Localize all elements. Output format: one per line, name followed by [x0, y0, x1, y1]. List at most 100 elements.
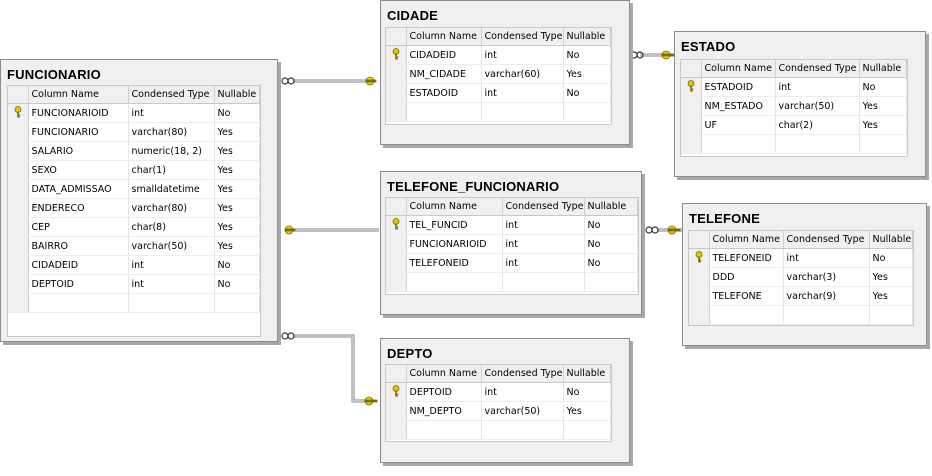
nullable-cell: No: [563, 83, 611, 103]
nullable-cell: Yes: [214, 141, 260, 161]
nullable-cell: No: [214, 255, 260, 275]
empty-cell: [783, 305, 870, 325]
row-selector: [8, 141, 29, 161]
condensed-type-header: Condensed Type: [783, 231, 870, 249]
nullable-header: Nullable: [869, 231, 913, 249]
condensed-type-cell: varchar(60): [481, 64, 564, 84]
empty-cell: [584, 272, 638, 292]
nullable-cell: No: [584, 234, 638, 254]
condensed-type-header: Condensed Type: [481, 365, 564, 383]
primary-key-icon: [14, 105, 22, 121]
nullable-cell: No: [563, 45, 611, 65]
empty-row[interactable]: [386, 420, 611, 440]
row-selector: [689, 267, 710, 287]
column-name-cell: CIDADEID: [28, 255, 129, 275]
infinity-icon: [630, 51, 644, 59]
row-selector: [689, 248, 710, 268]
empty-row[interactable]: [386, 102, 611, 122]
empty-row[interactable]: [689, 305, 913, 325]
nullable-header: Nullable: [584, 198, 638, 216]
row-selector: [681, 96, 702, 116]
row-selector: [8, 274, 29, 294]
empty-cell: [406, 272, 503, 292]
row-selector: [689, 286, 710, 306]
column-name-cell: ESTADOID: [701, 77, 776, 97]
column-name-cell: BAIRRO: [28, 236, 129, 256]
condensed-type-cell: varchar(50): [775, 96, 860, 116]
nullable-cell: Yes: [869, 286, 913, 306]
empty-cell: [709, 305, 784, 325]
row-selector: [8, 236, 29, 256]
table-title: ESTADO: [681, 39, 736, 54]
condensed-type-cell: varchar(9): [783, 286, 870, 306]
nullable-header: Nullable: [214, 86, 260, 104]
row-selector: [386, 215, 407, 235]
empty-cell: [563, 102, 611, 122]
empty-cell: [481, 102, 564, 122]
condensed-type-cell: char(8): [128, 217, 215, 237]
row-selector: [386, 83, 407, 103]
empty-cell: [563, 420, 611, 440]
empty-cell: [406, 420, 482, 440]
nullable-cell: No: [214, 274, 260, 294]
row-selector: [681, 77, 702, 97]
row-selector: [8, 160, 29, 180]
condensed-type-header: Condensed Type: [128, 86, 215, 104]
empty-row[interactable]: [386, 272, 638, 292]
row-selector: [8, 122, 29, 142]
empty-row[interactable]: [681, 134, 907, 154]
empty-cell: [8, 293, 29, 313]
table-title: CIDADE: [387, 8, 439, 23]
empty-cell: [775, 134, 860, 154]
nullable-cell: Yes: [563, 64, 611, 84]
table-title: FUNCIONARIO: [7, 67, 101, 82]
condensed-type-cell: int: [783, 248, 870, 268]
nullable-header: Nullable: [859, 60, 907, 78]
nullable-cell: No: [584, 253, 638, 273]
condensed-type-cell: int: [481, 45, 564, 65]
condensed-type-cell: int: [502, 253, 585, 273]
empty-row[interactable]: [8, 293, 260, 313]
condensed-type-cell: varchar(3): [783, 267, 870, 287]
column-name-header: Column Name: [28, 86, 129, 104]
nullable-cell: Yes: [563, 401, 611, 421]
column-name-header: Column Name: [406, 198, 503, 216]
primary-key-icon: [392, 47, 400, 63]
condensed-type-cell: int: [502, 234, 585, 254]
column-name-cell: FUNCIONARIOID: [28, 103, 129, 123]
primary-key-icon: [695, 250, 703, 266]
nullable-cell: No: [584, 215, 638, 235]
